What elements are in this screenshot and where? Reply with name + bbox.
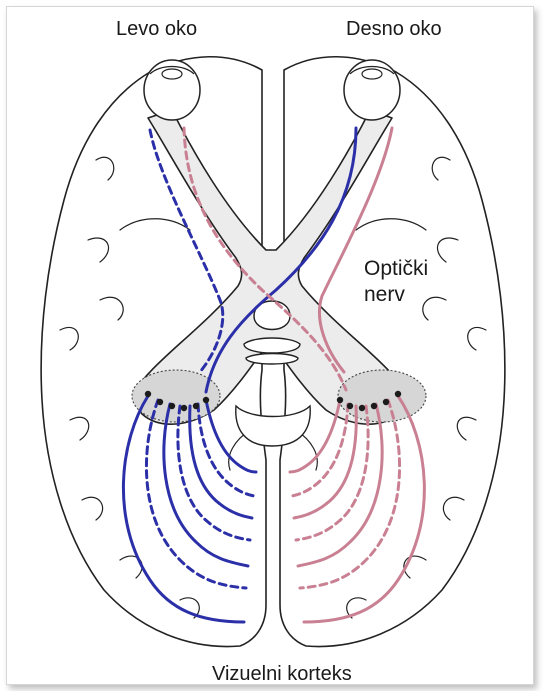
right-lgn [338,370,426,422]
visual-cortex-label: Vizuelni korteks [212,663,352,685]
left-eye-label: Levo oko [116,18,197,40]
optic-nerve-label: Optički nerv [364,256,434,308]
left-lgn [132,370,220,422]
right-eye-label: Desno oko [346,18,442,40]
mammillary-outline [244,338,300,353]
